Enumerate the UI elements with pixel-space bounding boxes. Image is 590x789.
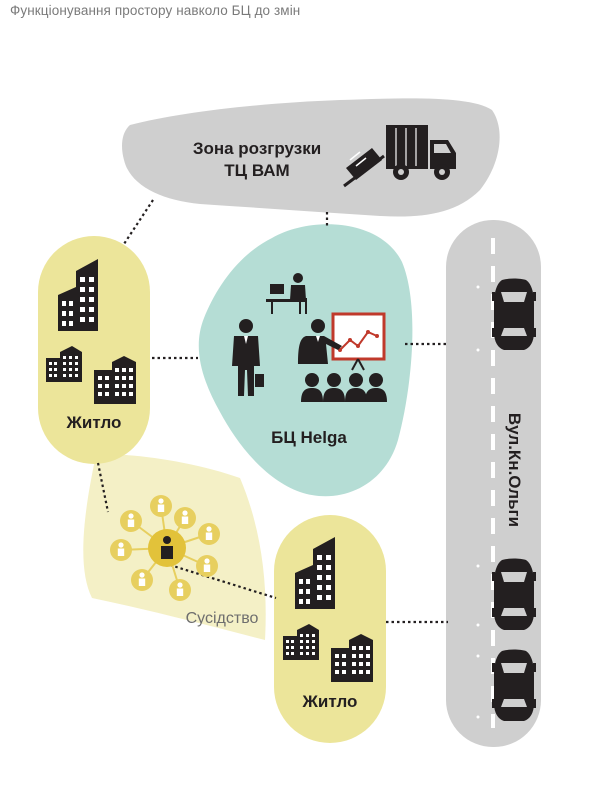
housing-top-label: Житло	[66, 413, 122, 432]
unloading-zone-subtitle: ТЦ ВАМ	[224, 161, 289, 180]
street-label: Вул.Кн.Ольги	[505, 413, 524, 527]
housing-bottom-label: Житло	[302, 692, 358, 711]
page-title: Функціонування простору навколо БЦ до зм…	[10, 3, 301, 18]
truck-icon	[386, 125, 456, 180]
people-network-icon	[110, 495, 220, 601]
business-center-label: БЦ Helga	[271, 428, 347, 447]
dotted-connectors	[96, 199, 448, 624]
neighborhood-label: Сусідство	[186, 610, 259, 627]
businessman-icon	[232, 319, 264, 396]
ramp-icon	[343, 148, 385, 188]
office-worker-icon	[266, 273, 307, 314]
presenter-icon	[298, 312, 386, 371]
unloading-zone-title: Зона розгрузки	[193, 139, 321, 158]
